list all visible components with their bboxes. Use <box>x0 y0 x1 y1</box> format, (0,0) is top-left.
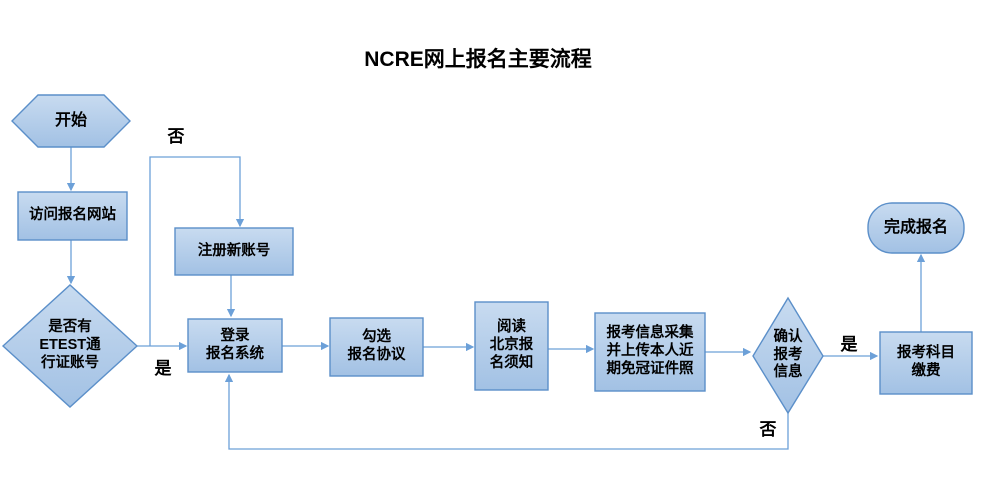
visit-site-box <box>17 191 128 241</box>
check-agreement-label: 勾选 报名协议 <box>347 329 406 363</box>
page-title: NCRE网上报名主要流程 <box>364 48 592 71</box>
confirm-info-diamond <box>752 296 824 415</box>
confirm-info-label: 确认 报考 信息 <box>773 328 803 381</box>
has-account-label: 是否有 ETEST通 行证账号 <box>39 319 101 371</box>
edge-label-no-return-branch: 否 <box>759 419 777 439</box>
finish-rounded-box <box>867 202 965 254</box>
check-agreement-box <box>329 317 424 377</box>
register-account-box <box>174 227 294 276</box>
visit-site-label: 访问报名网站 <box>29 207 116 224</box>
pay-subjects-box <box>879 331 973 395</box>
has-account-diamond <box>1 284 139 408</box>
finish-label: 完成报名 <box>883 219 948 237</box>
read-notice-box <box>474 301 549 391</box>
edge-label-yes-pay-branch: 是 <box>840 334 858 354</box>
start-label: 开始 <box>54 112 87 130</box>
edge-label-yes-login-branch: 是 <box>154 358 172 378</box>
connector-has-account-no-to-register <box>149 156 245 346</box>
read-notice-label: 阅读 北京报 名须知 <box>489 319 534 371</box>
collect-info-box <box>594 312 706 392</box>
register-account-label: 注册新账号 <box>197 242 271 259</box>
pay-subjects-label: 报考科目 缴费 <box>897 345 955 379</box>
start-hexagon <box>11 94 131 148</box>
edge-label-no-register-branch: 否 <box>167 126 185 146</box>
login-system-label: 登录 报名系统 <box>206 327 264 362</box>
login-system-box <box>187 318 283 373</box>
collect-info-label: 报考信息采集 并上传本人近 期免冠证件照 <box>606 325 694 377</box>
connector-confirm-info-no-to-login <box>224 373 789 450</box>
